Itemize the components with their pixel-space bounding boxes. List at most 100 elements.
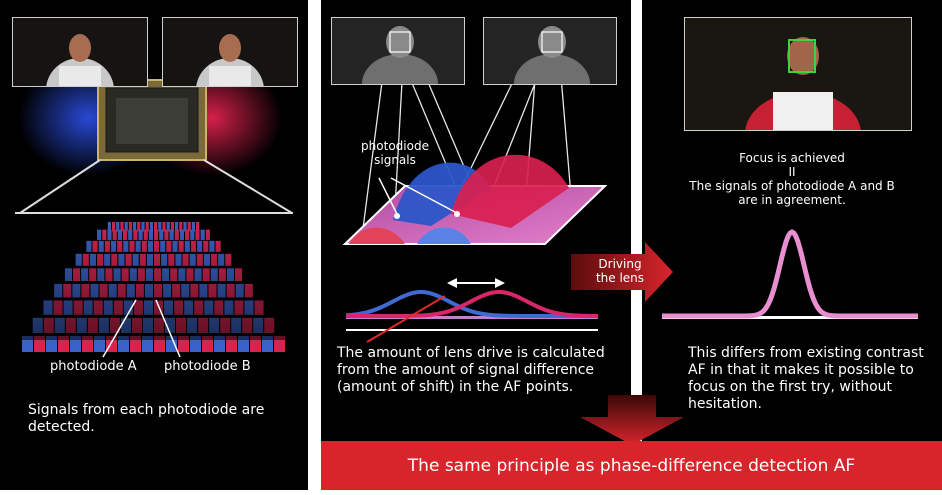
photodiode-a-cell [164,300,174,315]
signal-baseline [346,329,598,331]
photodiode-b-cell [250,336,261,352]
photodiode-a-cell [262,336,273,352]
photodiode-b-cell [208,283,217,298]
photodiode-b-cell [264,317,275,334]
photodiode-b-cell [176,317,187,334]
photodiode-a-cell [97,229,102,240]
blue-signal-hump [393,162,491,226]
merged-signal-curve [662,229,918,319]
photodiode-b-cell [226,283,235,298]
photodiode-b-cell [131,317,142,334]
photodiode-b-cell [174,229,179,240]
photodiode-a-cell [72,283,81,298]
photodiode-b-cell [97,253,104,266]
photodiode-a-cell [148,229,153,240]
photodiode-b-cell [117,283,126,298]
photodiode-b-cell [82,336,93,352]
photodiode-a-cell [54,317,65,334]
photodiode-a-cell [203,253,210,266]
photodiode-b-cell [89,268,97,282]
photodiode-b-cell [43,317,54,334]
photodiode-b-cell [135,283,144,298]
photodiode-a-cell [126,283,135,298]
photodiode-b-cell [172,283,181,298]
photodiode-b-cell [178,240,184,252]
photodiode-b-cell [202,336,213,352]
runner-photo-b [162,17,298,87]
photodiode-b-cell [174,300,184,315]
photodiode-a-cell [117,229,122,240]
photodiode-a-cell [159,229,164,240]
photodiode-b-cell [121,268,129,282]
photodiode-b-cell [214,300,224,315]
photodiode-b-cell [168,253,175,266]
photodiode-b-cell [154,336,165,352]
photodiode-b-cell [104,240,110,252]
photodiode-a-cell [22,336,33,352]
photodiode-b-cell [244,283,253,298]
photodiode-b-cell [202,268,210,282]
focus-box [788,39,816,73]
photodiode-a-cell [197,240,203,252]
photodiode-a-cell [108,283,117,298]
photodiode-a-cell [107,229,112,240]
photodiode-a-cell [138,229,143,240]
photodiode-b-cell [154,317,165,334]
photodiode-a-cell [94,336,105,352]
photodiode-a-cell [200,229,205,240]
photodiode-a-cell [161,253,168,266]
photodiode-b-cell [242,317,253,334]
photodiode-a-cell [214,336,225,352]
photodiode-a-cell [75,253,82,266]
photodiode-a-cell [129,268,137,282]
down-arrow [580,395,684,445]
photodiode-b-cell [137,268,145,282]
photodiode-b-cell [215,240,221,252]
photodiode-a-signal-curve [345,290,598,318]
photodiode-b-label: photodiode B [164,359,251,374]
photodiode-b-cell [220,317,231,334]
photodiode-a-cell [178,268,186,282]
photodiode-b-cell [87,317,98,334]
photodiode-b-cell [130,336,141,352]
photodiode-a-cell [142,317,153,334]
focused-signal-chart [662,229,918,319]
photodiode-a-cell [166,336,177,352]
photodiode-b-cell [195,229,200,240]
signal-shift-illustration [342,27,608,343]
signals-label-line2: signals [374,152,416,167]
photodiode-b-cell [117,240,123,252]
photodiode-b-cell [73,300,83,315]
photodiode-a-cell [175,253,182,266]
photodiode-a-cell [238,336,249,352]
photodiode-a-cell [224,300,234,315]
photodiode-b-cell [196,253,203,266]
photodiode-b-cell [65,317,76,334]
photodiode-a-cell [63,300,73,315]
photodiode-a-cell [190,229,195,240]
photodiode-a-cell [120,317,131,334]
photodiode-a-cell [104,253,111,266]
photodiode-b-cell [186,268,194,282]
photodiode-a-cell [147,240,153,252]
photodiode-b-cell [122,229,128,240]
focus-equals: II [788,165,796,180]
photodiode-a-cell [253,317,264,334]
panel1-caption: Signals from each photodiode are detecte… [28,402,265,436]
photodiode-a-cell [194,268,202,282]
photodiode-a-cell [184,240,190,252]
photodiode-b-cell [170,268,178,282]
photodiode-b-cell [81,283,90,298]
photodiode-b-cell [154,268,162,282]
photodiode-a-cell [143,300,153,315]
photodiode-a-cell [70,336,81,352]
photodiode-a-cell [43,300,53,315]
image-sensor-chip [97,79,207,161]
photodiode-a-cell [160,240,166,252]
panel2-caption: The amount of lens drive is calculated f… [337,345,605,396]
photodiode-b-cell [125,253,132,266]
photodiode-b-cell [143,229,148,240]
photodiode-b-cell [154,283,163,298]
photodiode-a-cell [169,229,174,240]
photodiode-b-cell [154,240,160,252]
